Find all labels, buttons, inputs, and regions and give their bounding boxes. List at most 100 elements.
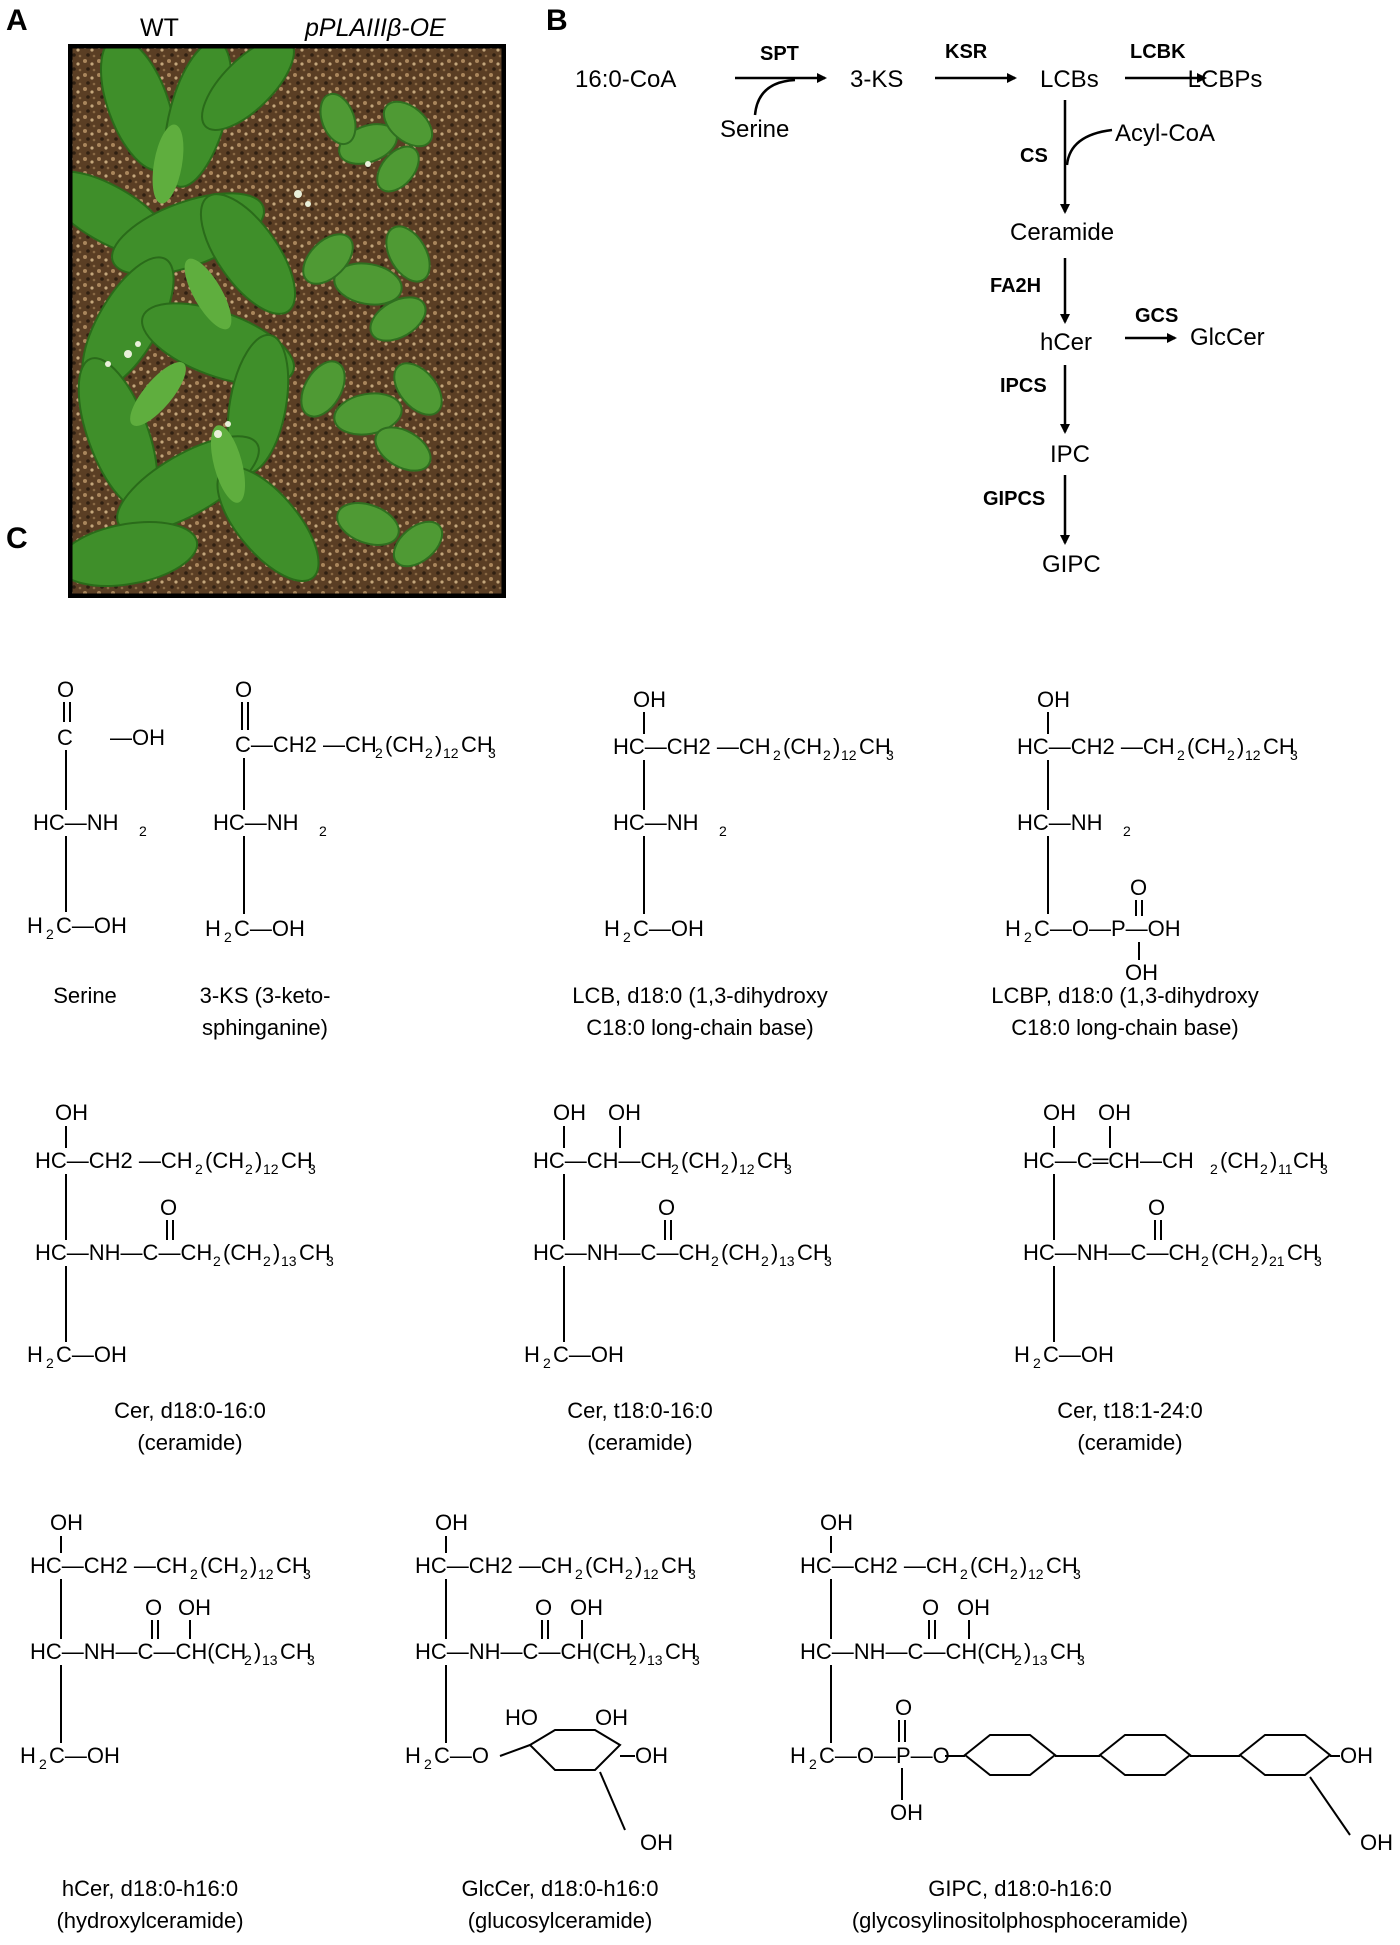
svg-text:2: 2 <box>244 1652 252 1668</box>
svg-text:HC—NH: HC—NH <box>613 810 699 835</box>
svg-text:3: 3 <box>1077 1652 1085 1668</box>
node-lcbps: LCBPs <box>1188 66 1263 93</box>
svg-text:O: O <box>235 677 252 702</box>
svg-text:OH: OH <box>957 1595 990 1620</box>
svg-text:2: 2 <box>1177 747 1185 763</box>
svg-text:HC—NH: HC—NH <box>1017 810 1103 835</box>
svg-text:C—OH: C—OH <box>56 913 127 938</box>
svg-text:OH: OH <box>50 1510 83 1535</box>
svg-text:(CH: (CH <box>1211 1240 1250 1265</box>
svg-text:2: 2 <box>1014 1652 1022 1668</box>
svg-text:OH: OH <box>1340 1743 1373 1768</box>
enzyme-ipcs: IPCS <box>1000 375 1047 397</box>
svg-text:HC—NH—C—CH: HC—NH—C—CH <box>1023 1240 1200 1265</box>
svg-text:(CH: (CH <box>223 1240 262 1265</box>
svg-text:3: 3 <box>824 1253 832 1269</box>
svg-text:): ) <box>635 1553 642 1578</box>
svg-text:12: 12 <box>263 1161 279 1177</box>
svg-text:HC—NH: HC—NH <box>213 810 299 835</box>
svg-text:): ) <box>731 1148 738 1173</box>
svg-text:13: 13 <box>262 1652 278 1668</box>
svg-text:H: H <box>1014 1342 1030 1367</box>
svg-text:): ) <box>1270 1148 1277 1173</box>
enzyme-cs: CS <box>1020 145 1048 167</box>
svg-text:3: 3 <box>1320 1161 1328 1177</box>
svg-text:HC—NH—C—CH: HC—NH—C—CH <box>533 1240 710 1265</box>
svg-text:2: 2 <box>240 1566 248 1582</box>
svg-text:O: O <box>895 1695 912 1720</box>
svg-text:): ) <box>250 1553 257 1578</box>
svg-text:13: 13 <box>281 1253 297 1269</box>
svg-text:CH: CH <box>1263 734 1295 759</box>
svg-text:2: 2 <box>809 1756 817 1772</box>
svg-text:2: 2 <box>629 1652 637 1668</box>
caption-gipc: GIPC, d18:0-h16:0(glycosylinositolphosph… <box>851 1876 1189 1933</box>
svg-text:OH: OH <box>570 1595 603 1620</box>
panel-b-letter: B <box>546 4 568 37</box>
svg-text:(CH: (CH <box>205 1148 244 1173</box>
svg-text:): ) <box>1237 734 1244 759</box>
svg-text:CH: CH <box>661 1553 693 1578</box>
oe-label: pPLAIIIβ-OE <box>305 14 446 42</box>
svg-text:2: 2 <box>224 929 232 945</box>
svg-text:11: 11 <box>1278 1161 1293 1177</box>
svg-text:2: 2 <box>823 747 831 763</box>
svg-text:2: 2 <box>424 1756 432 1772</box>
svg-text:H: H <box>790 1743 806 1768</box>
svg-text:CH: CH <box>665 1639 697 1664</box>
svg-text:): ) <box>435 732 442 757</box>
svg-text:2: 2 <box>761 1253 769 1269</box>
svg-text:HC—CH2 —CH: HC—CH2 —CH <box>1017 734 1175 759</box>
svg-text:): ) <box>1261 1240 1268 1265</box>
svg-text:2: 2 <box>1123 823 1131 839</box>
caption-glccer: GlcCer, d18:0-h16:0(glucosylceramide) <box>461 1876 659 1933</box>
svg-text:OH: OH <box>608 1100 641 1125</box>
svg-text:H: H <box>524 1342 540 1367</box>
node-serine: Serine <box>720 116 789 143</box>
enzyme-spt: SPT <box>760 43 799 65</box>
svg-text:): ) <box>771 1240 778 1265</box>
svg-text:O: O <box>57 677 74 702</box>
node-lcbs: LCBs <box>1040 66 1099 93</box>
svg-text:H: H <box>1005 916 1021 941</box>
wt-label: WT <box>140 14 179 42</box>
node-ipc: IPC <box>1050 441 1090 468</box>
svg-text:3: 3 <box>1290 747 1298 763</box>
svg-text:(CH: (CH <box>1187 734 1226 759</box>
svg-text:OH: OH <box>595 1705 628 1730</box>
svg-text:O: O <box>535 1595 552 1620</box>
svg-text:2: 2 <box>1201 1253 1209 1269</box>
svg-text:3: 3 <box>688 1566 696 1582</box>
svg-text:2: 2 <box>623 929 631 945</box>
svg-text:HC—C═CH—CH: HC—C═CH—CH <box>1023 1148 1194 1173</box>
svg-text:HC—CH2 —CH: HC—CH2 —CH <box>613 734 771 759</box>
svg-text:CH: CH <box>281 1148 313 1173</box>
svg-text:2: 2 <box>190 1566 198 1582</box>
svg-text:CH: CH <box>461 732 493 757</box>
svg-text:C—OH: C—OH <box>553 1342 624 1367</box>
svg-text:12: 12 <box>1028 1566 1044 1582</box>
svg-text:2: 2 <box>671 1161 679 1177</box>
svg-text:2: 2 <box>46 1355 54 1371</box>
svg-text:CH: CH <box>280 1639 312 1664</box>
caption-cer-t18-0: Cer, t18:0-16:0(ceramide) <box>567 1398 713 1455</box>
svg-text:OH: OH <box>820 1510 853 1535</box>
svg-text:2: 2 <box>1210 1161 1218 1177</box>
svg-text:HC—NH—C—CH(CH: HC—NH—C—CH(CH <box>415 1639 631 1664</box>
svg-text:HC—CH2 —CH: HC—CH2 —CH <box>800 1553 958 1578</box>
node-gipc: GIPC <box>1042 551 1101 578</box>
svg-text:2: 2 <box>425 745 433 761</box>
svg-text:3: 3 <box>886 747 894 763</box>
svg-text:OH: OH <box>1098 1100 1131 1125</box>
svg-text:): ) <box>833 734 840 759</box>
svg-text:C—OH: C—OH <box>56 1342 127 1367</box>
svg-text:H: H <box>604 916 620 941</box>
svg-text:CH: CH <box>1287 1240 1319 1265</box>
